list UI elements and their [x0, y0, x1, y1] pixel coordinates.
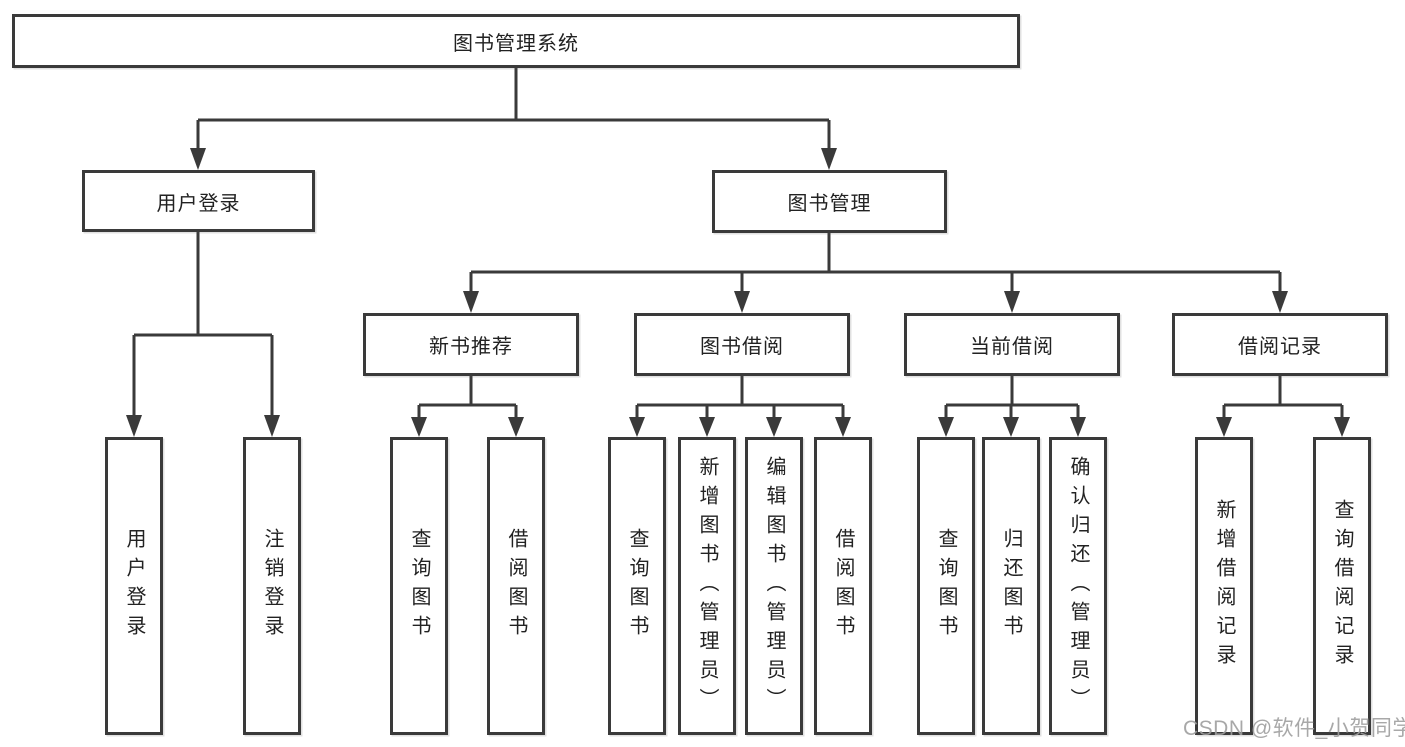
arrow-down-icon	[734, 291, 750, 313]
arrow-down-icon	[835, 417, 851, 437]
node-label: 查询图书	[626, 528, 648, 644]
tree-line	[944, 376, 1080, 419]
node-book-borrowing: 图书借阅	[634, 313, 850, 376]
leaf-return-books: 归还图书	[982, 437, 1040, 735]
arrow-down-icon	[463, 291, 479, 313]
arrow-down-icon	[1003, 417, 1019, 437]
connector-user-login	[126, 232, 280, 437]
tree-line	[469, 233, 1282, 293]
leaf-borrow-books-borrowing: 借阅图书	[814, 437, 872, 735]
leaf-query-borrow-record: 查询借阅记录	[1313, 437, 1371, 735]
node-root-system: 图书管理系统	[12, 14, 1020, 68]
node-label: 图书管理系统	[453, 32, 579, 55]
node-borrowing-records: 借阅记录	[1172, 313, 1388, 376]
arrow-down-icon	[821, 148, 837, 170]
connector-new-book-recommend	[411, 376, 524, 437]
leaf-borrow-books-recommend: 借阅图书	[487, 437, 545, 735]
arrow-down-icon	[264, 415, 280, 437]
connector-book-management	[463, 233, 1288, 313]
node-label: 确认归还（管理员）	[1067, 455, 1089, 717]
node-label: 借阅图书	[505, 528, 527, 644]
connector-current-borrowing	[938, 376, 1086, 437]
arrow-down-icon	[938, 417, 954, 437]
node-label: 图书借阅	[700, 336, 784, 358]
node-label: 新书推荐	[429, 336, 513, 358]
connector-borrowing-records	[1216, 376, 1350, 437]
leaf-logout: 注销登录	[243, 437, 301, 735]
leaf-query-books-borrowing: 查询图书	[608, 437, 666, 735]
tree-line	[1222, 376, 1344, 419]
tree-line	[417, 376, 518, 419]
node-book-management: 图书管理	[712, 170, 947, 233]
arrow-down-icon	[629, 417, 645, 437]
arrow-down-icon	[1070, 417, 1086, 437]
arrow-down-icon	[1272, 291, 1288, 313]
leaf-user-login: 用户登录	[105, 437, 163, 735]
node-label: 用户登录	[123, 528, 145, 644]
tree-line	[635, 376, 845, 419]
node-new-book-recommend: 新书推荐	[363, 313, 579, 376]
node-label: 当前借阅	[970, 336, 1054, 358]
arrow-down-icon	[766, 417, 782, 437]
arrow-down-icon	[508, 417, 524, 437]
node-label: 新增图书（管理员）	[696, 455, 718, 717]
node-label: 借阅记录	[1238, 336, 1322, 358]
node-label: 图书管理	[787, 193, 872, 215]
tree-line	[132, 232, 274, 417]
arrow-down-icon	[1334, 417, 1350, 437]
arrow-down-icon	[411, 417, 427, 437]
node-label: 查询图书	[408, 528, 430, 644]
leaf-confirm-return-admin: 确认归还（管理员）	[1049, 437, 1107, 735]
connector-book-borrowing	[629, 376, 851, 437]
csdn-watermark: CSDN @软件_小贺同学	[1183, 717, 1405, 740]
leaf-edit-books-admin: 编辑图书（管理员）	[745, 437, 803, 735]
arrow-down-icon	[126, 415, 142, 437]
arrow-down-icon	[1004, 291, 1020, 313]
node-current-borrowing: 当前借阅	[904, 313, 1120, 376]
leaf-query-books-current: 查询图书	[917, 437, 975, 735]
node-label: 编辑图书（管理员）	[763, 455, 785, 717]
tree-line	[196, 68, 831, 150]
node-user-login: 用户登录	[82, 170, 315, 232]
leaf-add-books-admin: 新增图书（管理员）	[678, 437, 736, 735]
node-label: 查询图书	[935, 528, 957, 644]
arrow-down-icon	[699, 417, 715, 437]
leaf-query-books-recommend: 查询图书	[390, 437, 448, 735]
leaf-add-borrow-record: 新增借阅记录	[1195, 437, 1253, 735]
arrow-down-icon	[190, 148, 206, 170]
node-label: 借阅图书	[832, 528, 854, 644]
node-label: 新增借阅记录	[1213, 499, 1235, 673]
connector-root	[190, 68, 837, 170]
arrow-down-icon	[1216, 417, 1232, 437]
node-label: 用户登录	[156, 192, 241, 215]
node-label: 归还图书	[1000, 528, 1022, 644]
node-label: 注销登录	[261, 528, 283, 644]
node-label: 查询借阅记录	[1331, 499, 1353, 673]
